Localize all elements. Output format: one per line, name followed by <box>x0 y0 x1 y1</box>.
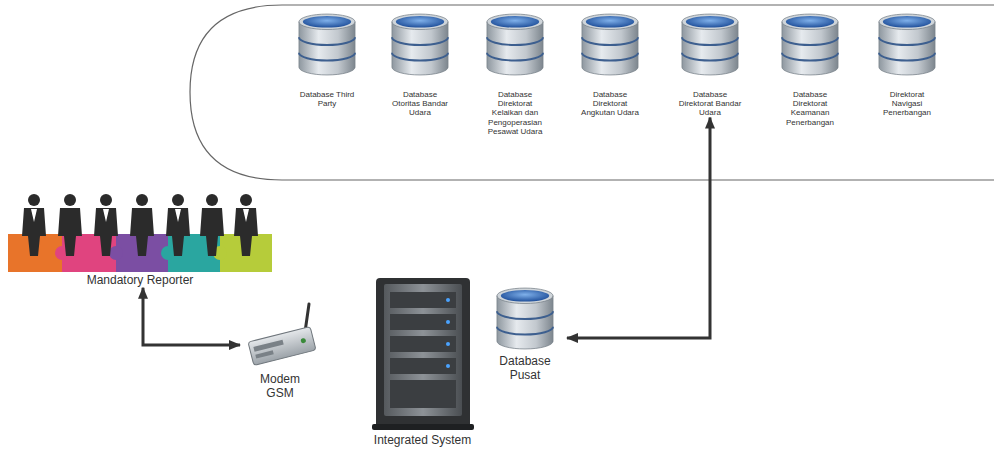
database-icons <box>299 14 935 349</box>
node-label: Mandatory Reporter <box>40 274 240 288</box>
reporter-node: Mandatory Reporter <box>5 186 275 288</box>
people-illustration-part-part <box>58 208 82 256</box>
node-label: Database Otoritas Bandar Udara <box>388 90 452 118</box>
people-illustration-part-part <box>31 209 37 222</box>
server-icon-part <box>390 314 456 330</box>
database-icons-part <box>299 14 355 75</box>
server-icon-part <box>446 320 450 324</box>
people-illustration-part <box>109 246 123 260</box>
database-node: Database Otoritas Bandar Udara <box>378 8 462 118</box>
people-illustration-part-part <box>100 194 112 206</box>
people-illustration-part-part <box>136 194 148 206</box>
server-icon-part <box>446 364 450 368</box>
server-icon-part <box>446 342 450 346</box>
server-icon-part <box>390 336 456 352</box>
node-label: Database Direktorat Keamanan Penerbangan <box>778 90 842 127</box>
gsm-modem-icon-part-part <box>253 340 283 352</box>
people-illustration-part-part <box>64 194 76 206</box>
server-icon-part <box>376 278 470 428</box>
people-illustration-part-part <box>234 208 258 256</box>
database-node: Database Direktorat Kelaikan dan Pengope… <box>473 8 557 136</box>
server-icon-part <box>446 298 450 302</box>
node-label: Integrated System <box>360 434 485 448</box>
people-illustration-part <box>31 209 249 222</box>
server-icon <box>372 278 474 430</box>
database-node: Database Pusat <box>483 283 567 383</box>
people-illustration-part-part <box>206 194 218 206</box>
database-icons-part <box>582 14 638 75</box>
node-label: Modem GSM <box>255 373 305 401</box>
people-illustration-part-part <box>172 194 184 206</box>
node-label: Database Direktorat Bandar Udara <box>678 90 742 118</box>
node-label: Database Direktorat Angkutan Udara <box>578 90 642 118</box>
people-illustration-part-part <box>200 208 224 256</box>
server-icon-part <box>384 284 462 416</box>
server-node: Integrated System <box>355 272 490 448</box>
connector-arrow <box>143 288 240 345</box>
people-illustration-part-part <box>243 209 249 222</box>
node-label: Database Direktorat Kelaikan dan Pengope… <box>483 90 547 136</box>
database-icons-part <box>782 14 838 75</box>
gsm-modem-icon-part-part <box>255 350 273 358</box>
people-illustration-part-part <box>22 208 46 256</box>
database-node: Direktorat Navigasi Penerbangan <box>865 8 949 118</box>
database-icons-part <box>879 14 935 75</box>
people-illustration-part-part <box>28 194 40 206</box>
connector-arrow <box>567 118 710 338</box>
people-illustration-part-part <box>94 208 118 256</box>
database-node: Database Direktorat Keamanan Penerbangan <box>768 8 852 127</box>
server-icon-part <box>390 292 456 308</box>
gsm-modem-icon <box>248 304 316 365</box>
server-icon-part <box>390 380 456 408</box>
modem-node: Modem GSM <box>240 315 320 401</box>
people-illustration-part <box>161 246 175 260</box>
server-icon-part <box>390 358 456 374</box>
database-icons-part <box>682 14 738 75</box>
database-node: Database Third Party <box>285 8 369 108</box>
database-group-outline <box>190 5 994 180</box>
database-node: Database Direktorat Angkutan Udara <box>568 8 652 118</box>
database-icons-part <box>497 288 553 349</box>
database-icons-part <box>487 14 543 75</box>
gsm-modem-icon-part-part <box>300 338 306 344</box>
node-label: Database Pusat <box>494 355 556 383</box>
people-illustration-part-part <box>240 194 252 206</box>
server-icon-part <box>372 424 474 430</box>
gsm-modem-icon-part <box>248 327 316 366</box>
people-illustration-part-part <box>175 209 181 222</box>
database-node: Database Direktorat Bandar Udara <box>668 8 752 118</box>
people-illustration-part-part <box>130 208 154 256</box>
people-illustration-part-part <box>166 208 190 256</box>
node-label: Database Third Party <box>295 90 359 108</box>
people-illustration <box>8 194 272 272</box>
node-label: Direktorat Navigasi Penerbangan <box>875 90 939 118</box>
people-illustration-part-part <box>103 209 109 222</box>
database-icons-part <box>392 14 448 75</box>
people-illustration-part <box>22 194 258 256</box>
gsm-modem-icon-part-part <box>248 327 316 366</box>
